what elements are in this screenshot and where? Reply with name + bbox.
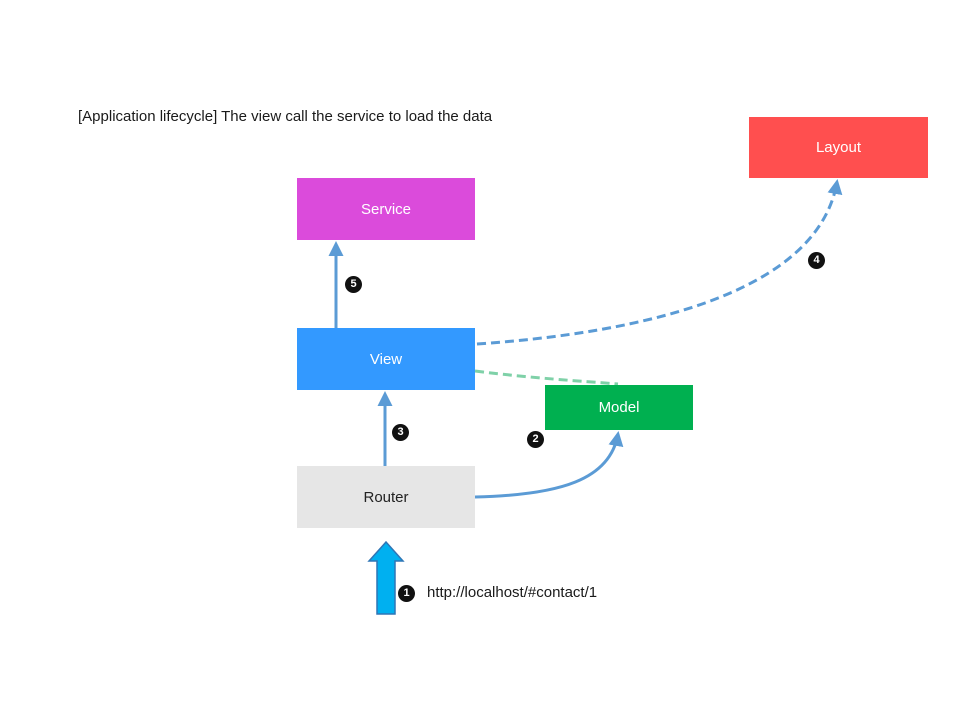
step-badge-5: 5 — [345, 276, 362, 293]
step-badge-3: 3 — [392, 424, 409, 441]
model-node: Model — [545, 385, 693, 430]
service-node: Service — [297, 178, 475, 240]
layout-label: Layout — [815, 139, 862, 156]
entry-arrow — [367, 540, 405, 615]
service-label: Service — [360, 200, 412, 218]
model-label: Model — [598, 399, 640, 416]
step-badge-4: 4 — [808, 252, 825, 269]
step-badge-2: 2 — [527, 431, 544, 448]
router-node: Router — [297, 466, 475, 528]
request-url: http://localhost/#contact/1 — [427, 584, 598, 601]
view-node: View — [297, 328, 475, 390]
layout-node: Layout — [749, 117, 928, 178]
edge-view-to-layout — [476, 179, 843, 346]
step-badge-1: 1 — [398, 585, 415, 602]
router-label: Router — [363, 488, 409, 506]
edge-router-to-model — [474, 431, 624, 499]
diagram-title: [Application lifecycle] The view call th… — [78, 108, 493, 125]
edge-view-model-link — [474, 369, 619, 386]
view-label: View — [369, 350, 403, 368]
